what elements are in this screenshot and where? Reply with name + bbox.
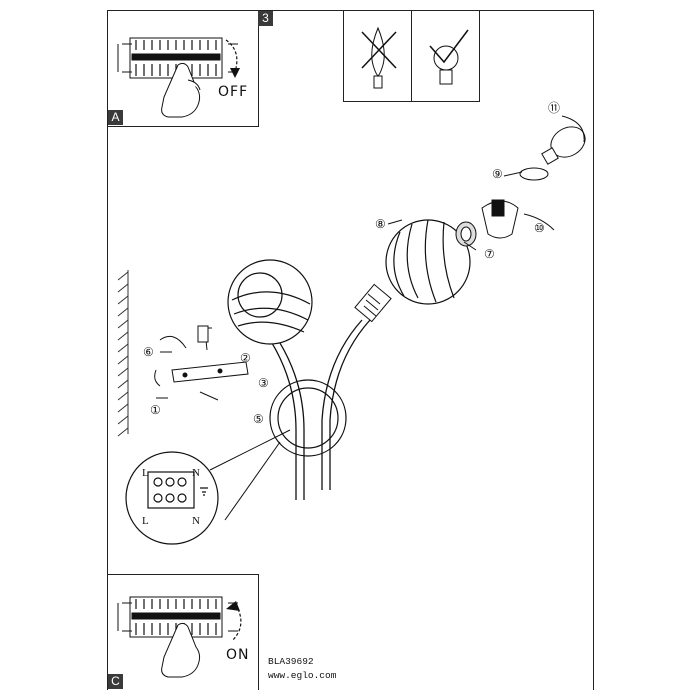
step-1: ① bbox=[150, 403, 161, 417]
terminal-n-top: N bbox=[192, 467, 200, 479]
wire-nut-icon bbox=[197, 325, 209, 343]
right-border bbox=[593, 10, 594, 690]
terminal-l-bottom: L bbox=[142, 515, 149, 527]
arrow-up-icon bbox=[226, 601, 240, 611]
step-9: ⑨ bbox=[492, 167, 503, 181]
off-label: OFF bbox=[218, 84, 249, 100]
rotate-arrow-icon bbox=[225, 39, 238, 69]
lamp-holder bbox=[354, 283, 392, 323]
step-5: ⑤ bbox=[253, 412, 264, 426]
step-7: ⑦ bbox=[484, 247, 495, 261]
canopy bbox=[269, 379, 347, 457]
breaker-off-illustration bbox=[117, 37, 240, 118]
glass-globe-right bbox=[385, 219, 471, 305]
wall-hatch bbox=[117, 270, 129, 437]
terminal-n-bottom: N bbox=[192, 515, 200, 527]
glass-globe-left bbox=[227, 259, 313, 345]
step-11: ⑪ bbox=[548, 101, 560, 115]
panel-c-letter: C bbox=[108, 674, 123, 689]
bulb-checked-icon bbox=[429, 29, 469, 85]
left-border bbox=[107, 10, 108, 690]
step-3: ③ bbox=[258, 376, 269, 390]
step-8: ⑧ bbox=[375, 217, 386, 231]
step-6: ⑥ bbox=[143, 345, 154, 359]
step-10: ⑩ bbox=[534, 221, 545, 235]
socket-part bbox=[481, 199, 519, 239]
ring-nut bbox=[455, 221, 477, 247]
terminal-block-zoom bbox=[125, 451, 219, 545]
switch-panel-on: ON bbox=[107, 574, 259, 690]
hand-icon bbox=[161, 622, 201, 678]
rotate-arrow-icon bbox=[231, 608, 242, 642]
hand-icon bbox=[161, 62, 201, 118]
switch-panel-off: OFF bbox=[107, 10, 259, 127]
top-border bbox=[107, 10, 593, 11]
website-url: www.eglo.com bbox=[268, 670, 337, 681]
terminal-l-top: L bbox=[142, 467, 149, 479]
breaker-on-illustration bbox=[117, 596, 242, 678]
step-callouts-right: ⑧ ⑦ ⑨ ⑩ ⑪ bbox=[375, 101, 560, 261]
on-label: ON bbox=[226, 647, 250, 663]
bulb-part bbox=[541, 126, 586, 165]
model-number: BLA39692 bbox=[268, 656, 314, 667]
step-2: ② bbox=[240, 351, 251, 365]
shade-ring bbox=[519, 167, 549, 181]
breaker-row-icon bbox=[117, 37, 238, 79]
bulb-crossed-icon bbox=[361, 26, 397, 89]
bulb-panel bbox=[343, 10, 480, 102]
panel-a-letter: A bbox=[108, 110, 123, 125]
step-3-box: 3 bbox=[258, 11, 273, 26]
arrow-down-icon bbox=[230, 68, 240, 78]
